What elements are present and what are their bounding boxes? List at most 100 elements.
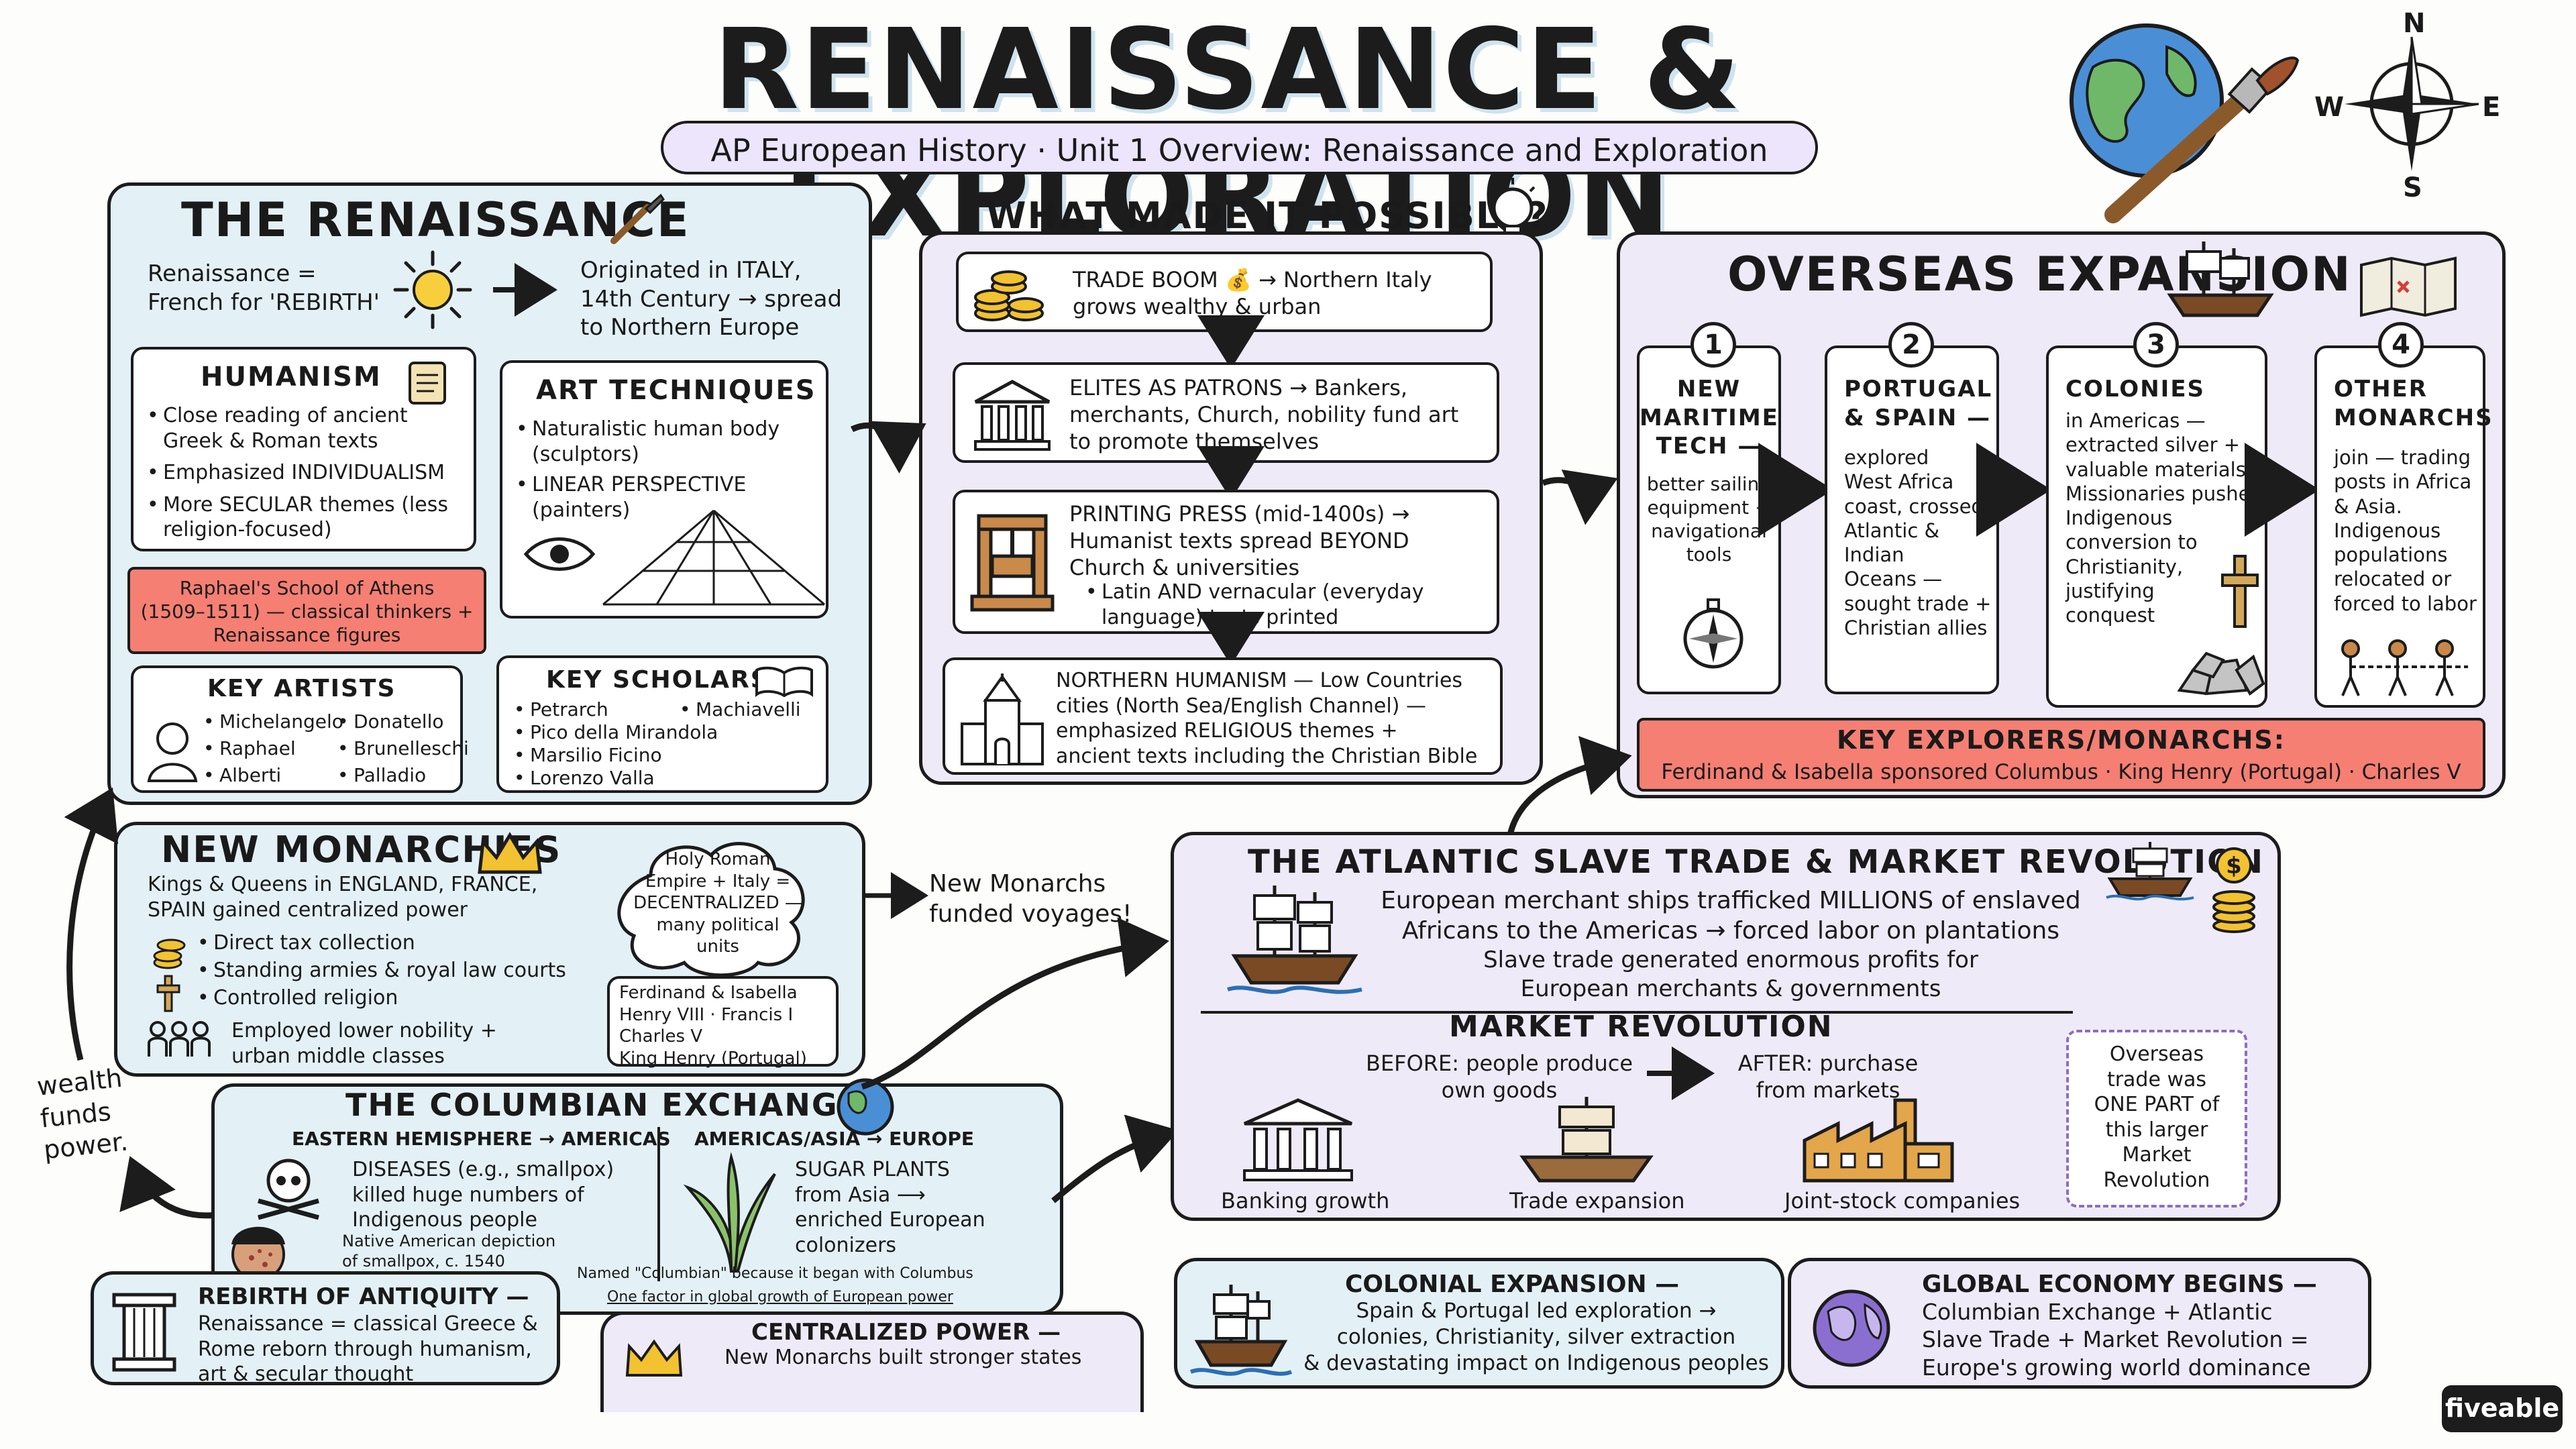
list-item: Emphasized INDIVIDUALISM [144, 460, 466, 486]
cross-icon [2221, 555, 2259, 628]
northern-humanism-box: NORTHERN HUMANISM — Low Countries cities… [943, 657, 1503, 775]
list-item: Controlled religion [195, 984, 566, 1012]
renaissance-heading: THE RENAISSANCE [181, 193, 690, 248]
key-explorers-title: KEY EXPLORERS/MONARCHS: [1837, 725, 2286, 755]
scroll-icon [409, 362, 446, 405]
compass-icon [2345, 36, 2479, 171]
sailing-ship-icon [2106, 842, 2194, 901]
printing-press-text: PRINTING PRESS (mid-1400s) → Humanist te… [1069, 501, 1410, 580]
compass-icon [1683, 598, 1743, 669]
column-divider [657, 1127, 660, 1281]
coins-icon [153, 938, 186, 969]
column-pillar-icon [112, 1293, 176, 1372]
art-techniques-box: ART TECHNIQUES Naturalistic human body (… [500, 360, 828, 619]
globe-icon [837, 1078, 894, 1136]
global-economy-text: Columbian Exchange + Atlantic Slave Trad… [1922, 1299, 2311, 1381]
flow-arrow [862, 872, 928, 919]
compass-west: W [2314, 92, 2345, 123]
cloud-bubble [617, 842, 805, 977]
brand-badge: fiveable [2442, 1385, 2563, 1432]
humanism-title: HUMANISM [201, 362, 382, 392]
step-card-1: NEW MARITIME TECH — better sailing equip… [1637, 345, 1781, 694]
wealth-note: wealth funds power. [36, 1063, 129, 1165]
artists-col2: Donatello Brunelleschi Palladio [335, 708, 469, 789]
key-artists-box: KEY ARTISTS Michelangelo Raphael Alberti… [131, 665, 469, 793]
colonial-expansion-card: COLONIAL EXPANSION — Spain & Portugal le… [1174, 1258, 1784, 1389]
global-economy-heading: GLOBAL ECONOMY BEGINS — [1922, 1271, 2317, 1298]
list-item: Pico della Mirandola [511, 721, 718, 744]
humanism-box: HUMANISM Close reading of ancient Greek … [131, 347, 476, 551]
printing-press-icon [970, 514, 1055, 612]
list-item: Raphael [201, 735, 343, 762]
elites-patrons-box: ELITES AS PATRONS → Bankers, merchants, … [953, 362, 1499, 463]
key-artists-title: KEY ARTISTS [207, 675, 396, 702]
printing-press-box: PRINTING PRESS (mid-1400s) → Humanist te… [953, 490, 1499, 634]
printing-press-list: Latin AND vernacular (everyday language)… [1083, 580, 1424, 630]
gold-coins-icon [974, 270, 1044, 321]
step-title: PORTUGAL & SPAIN — [1844, 376, 1993, 431]
trade-expansion-label: Trade expansion [1509, 1188, 1685, 1214]
key-scholars-title: KEY SCHOLARS [546, 666, 769, 694]
list-item: More SECULAR themes (less religion-focus… [144, 492, 466, 543]
list-item: Lorenzo Valla [511, 767, 718, 790]
sugar-text: SUGAR PLANTS from Asia ⟶ enriched Europe… [795, 1158, 985, 1257]
joint-stock-label: Joint-stock companies [1784, 1188, 2021, 1214]
flow-arrow [850, 421, 926, 474]
banking-growth-label: Banking growth [1221, 1188, 1390, 1214]
person-bust-icon [147, 722, 198, 782]
slave-trade-section: THE ATLANTIC SLAVE TRADE & MARKET REVOLU… [1171, 832, 2281, 1221]
list-item: Michelangelo [201, 708, 343, 735]
rebirth-antiquity-text: Renaissance = classical Greece & Rome re… [198, 1312, 538, 1386]
market-after-text: AFTER: purchase from markets [1737, 1051, 1919, 1103]
list-item: Standing armies & royal law courts [195, 957, 566, 984]
compass-east: E [2482, 92, 2501, 123]
colonial-expansion-heading: COLONIAL EXPANSION — [1345, 1271, 1680, 1298]
divider-line [1201, 1011, 2073, 1014]
columbian-named-note: Named "Columbian" because it began with … [577, 1265, 973, 1282]
art-techniques-title: ART TECHNIQUES [536, 375, 816, 406]
diseases-text: DISEASES (e.g., smallpox) killed huge nu… [352, 1158, 614, 1232]
compass-north: N [2403, 8, 2426, 39]
slave-trade-text-1: European merchant ships trafficked MILLI… [1381, 887, 2081, 945]
humanism-list: Close reading of ancient Greek & Roman t… [144, 403, 466, 543]
svg-text:$: $ [2226, 853, 2242, 879]
list-item: Machiavelli [677, 698, 801, 721]
flow-arrow [64, 787, 119, 1061]
subtitle-banner: AP European History · Unit 1 Overview: R… [661, 121, 1818, 174]
step-title: COLONIES [2065, 376, 2206, 402]
page-subtitle: AP European History · Unit 1 Overview: R… [710, 132, 1768, 168]
map-icon [2360, 256, 2457, 317]
market-note-text: Overseas trade was ONE PART of this larg… [2094, 1042, 2220, 1192]
compass-rose: N E S W [2314, 7, 2509, 203]
market-revolution-title: MARKET REVOLUTION [1449, 1010, 1833, 1044]
flow-arrow [1542, 469, 1618, 525]
factory-icon [1803, 1098, 1954, 1183]
colonial-expansion-text: Spain & Portugal led exploration → colon… [1303, 1299, 1769, 1375]
market-note-box: Overseas trade was ONE PART of this larg… [2066, 1030, 2247, 1208]
list-item: Marsilio Ficino [511, 744, 718, 767]
trade-ship-icon [1519, 1097, 1654, 1183]
columbian-left-title: EASTERN HEMISPHERE → AMERICAS [292, 1128, 671, 1150]
global-economy-card: GLOBAL ECONOMY BEGINS — Columbian Exchan… [1788, 1258, 2371, 1389]
flow-arrow [861, 917, 1169, 1090]
down-arrow [1197, 315, 1265, 369]
list-item: Alberti [201, 762, 343, 789]
sun-icon [393, 250, 472, 329]
perspective-grid-icon [602, 509, 825, 606]
artists-col1: Michelangelo Raphael Alberti [201, 708, 343, 789]
renaissance-section: THE RENAISSANCE Renaissance = French for… [107, 182, 872, 805]
rebirth-antiquity-card: REBIRTH OF ANTIQUITY — Renaissance = cla… [91, 1271, 560, 1386]
market-before-text: BEFORE: people produce own goods [1365, 1051, 1633, 1103]
rulers-text: Ferdinand & Isabella Henry VIII · Franci… [619, 983, 807, 1069]
step-number-1: 1 [1690, 322, 1736, 368]
crown-icon [625, 1339, 683, 1377]
possible-section: TRADE BOOM 💰 → Northern Italy grows weal… [919, 231, 1543, 785]
compass-south: S [2403, 172, 2422, 203]
step-number-3: 3 [2133, 322, 2179, 368]
monarchies-intro: Kings & Queens in ENGLAND, FRANCE, SPAIN… [148, 873, 538, 922]
sailing-ship-icon [2167, 241, 2274, 317]
step-text: join — trading posts in Africa & Asia. I… [2334, 446, 2477, 615]
open-book-icon [755, 666, 813, 698]
step-number-2: 2 [1888, 322, 1934, 368]
brand-logo-text: fiveable [2445, 1393, 2560, 1423]
